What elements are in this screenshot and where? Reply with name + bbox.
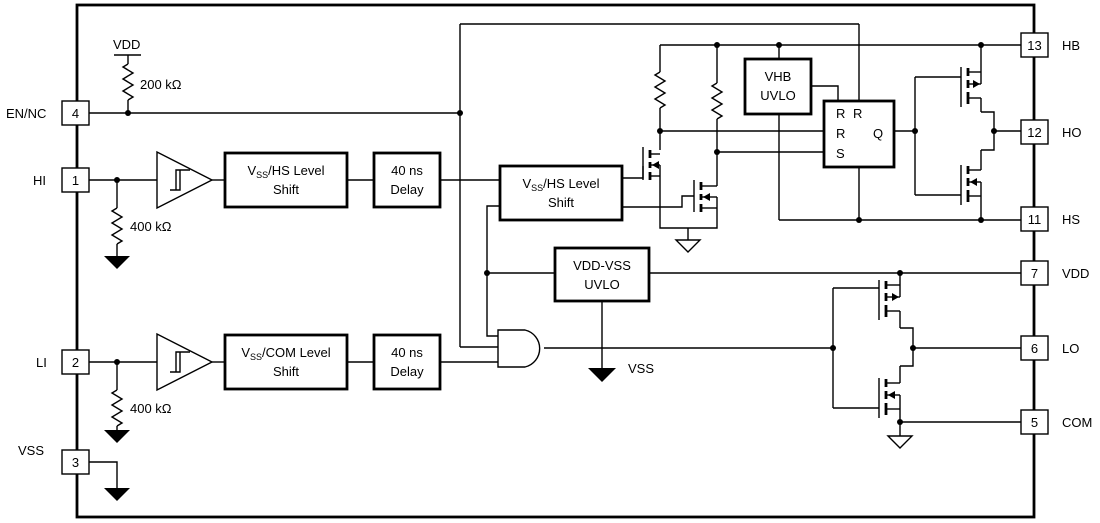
pin-label-en-nc: EN/NC: [6, 106, 46, 121]
pin-4-box: [61, 100, 90, 126]
vss-ground-label: VSS: [628, 361, 654, 376]
pin-label-com: COM: [1062, 415, 1092, 430]
delay-li-line2: Delay: [390, 364, 424, 379]
vdd-vss-uvlo-line2: UVLO: [584, 277, 619, 292]
pin-11-box: [1020, 206, 1049, 232]
pin-3-box: [61, 449, 90, 475]
resistor-200k: [121, 63, 135, 101]
hs-ground-icon: [674, 239, 702, 253]
level-shift-mid-line2: Shift: [548, 195, 574, 210]
resistor-hi-label: 400 kΩ: [130, 219, 172, 234]
ground-icon: [104, 256, 130, 269]
delay-hi-line1: 40 ns: [391, 163, 423, 178]
resistor-li-label: 400 kΩ: [130, 401, 172, 416]
level-shift-mid-line1: VSS/HS Level: [522, 176, 599, 193]
latch-r2: R: [853, 106, 862, 121]
pin-label-vdd: VDD: [1062, 266, 1089, 281]
pin-11-number: 11: [1028, 212, 1042, 227]
pin-label-li: LI: [36, 355, 47, 370]
vdd-vss-uvlo-block: [553, 246, 651, 303]
li-ground-icon: [104, 430, 130, 443]
rs-latch-block: [822, 99, 896, 169]
latch-s: S: [836, 146, 845, 161]
pin-label-ho: HO: [1062, 125, 1082, 140]
level-shift-mid-block: [498, 164, 624, 222]
resistor-li-400k: [110, 389, 124, 427]
schmitt-buffer-li: [156, 332, 214, 392]
vdd-vss-uvlo-line1: VDD-VSS: [573, 258, 631, 273]
pin-7-number: 7: [1031, 266, 1038, 281]
vhb-uvlo-line2: UVLO: [760, 88, 795, 103]
pin-13-number: 13: [1027, 38, 1041, 53]
pin-1-box: [61, 167, 90, 193]
level-shift-hi-line2: Shift: [273, 182, 299, 197]
resistor-hi-400k: [110, 207, 124, 245]
vhb-uvlo-line1: VHB: [765, 69, 792, 84]
level-shift-li-line2: Shift: [273, 364, 299, 379]
com-ground-icon: [886, 435, 914, 449]
pullup-resistor-r: [653, 71, 667, 109]
latch-r3: R: [836, 126, 845, 141]
latch-r1: R: [836, 106, 845, 121]
pin-12-number: 12: [1027, 125, 1041, 140]
pin-label-hi: HI: [33, 173, 46, 188]
hysteresis-icon: [170, 169, 190, 191]
delay-li-block: [372, 333, 442, 391]
level-shift-hi-block: [223, 151, 349, 209]
pin-label-hs: HS: [1062, 212, 1080, 227]
pin-label-hb: HB: [1062, 38, 1080, 53]
latch-q: Q: [873, 126, 883, 141]
schmitt-buffer-hi: [156, 150, 214, 210]
pin-2-number: 2: [72, 355, 79, 370]
level-shift-li-line1: VSS/COM Level: [241, 345, 330, 362]
level-shift-hi-line1: VSS/HS Level: [247, 163, 324, 180]
resistor-200k-label: 200 kΩ: [140, 77, 182, 92]
pin-label-lo: LO: [1062, 341, 1079, 356]
delay-hi-block: [372, 151, 442, 209]
pin3-ground-icon: [104, 488, 130, 501]
vss-ground-icon: [588, 368, 616, 382]
pullup-resistor-s: [710, 82, 724, 120]
pin-label-vss: VSS: [18, 443, 44, 458]
level-shift-li-block: [223, 333, 349, 391]
pin-1-number: 1: [72, 173, 79, 188]
vdd-supply-label: VDD: [113, 37, 140, 52]
pin-4-number: 4: [72, 106, 79, 121]
pin-5-number: 5: [1031, 415, 1038, 430]
pin-12-box: [1020, 119, 1049, 145]
vhb-uvlo-block: [743, 57, 813, 116]
pin-6-number: 6: [1031, 341, 1038, 356]
pin-3-number: 3: [72, 455, 79, 470]
delay-li-line1: 40 ns: [391, 345, 423, 360]
hysteresis-li-icon: [170, 351, 190, 373]
and-gate: [497, 329, 541, 368]
delay-hi-line2: Delay: [390, 182, 424, 197]
